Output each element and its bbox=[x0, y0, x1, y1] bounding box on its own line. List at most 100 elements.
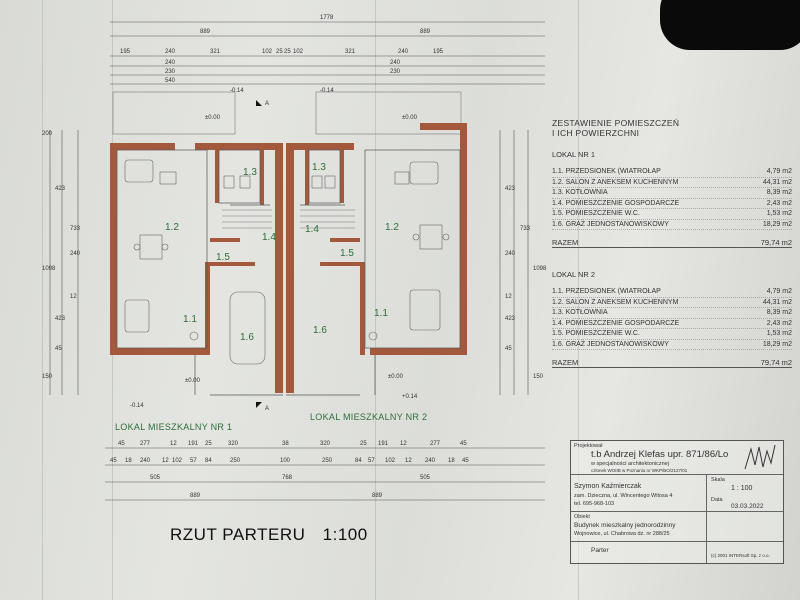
dim-top-3: 540 bbox=[165, 78, 176, 84]
dim-left: 150 bbox=[42, 374, 53, 380]
dim-bottom: 505 bbox=[420, 475, 431, 481]
room-area: 4,79 m2 bbox=[766, 168, 792, 175]
dim-top-2: 240 bbox=[398, 49, 409, 55]
divider bbox=[571, 474, 783, 475]
dim-bottom-row1: 45 277 12 191 25 320 38 320 25 191 12 27… bbox=[118, 441, 467, 447]
dim-right: 423 bbox=[505, 316, 516, 322]
room-label-2-4: 1.4 bbox=[305, 224, 319, 235]
date-value: 03.03.2022 bbox=[731, 503, 764, 510]
walls-lokal-1 bbox=[110, 143, 283, 393]
sum-value: 79,74 m2 bbox=[760, 358, 792, 367]
level-mark: -0.14 bbox=[130, 403, 144, 409]
dim-bottom: 18 bbox=[125, 458, 132, 464]
dim-top-3: 230 bbox=[165, 69, 176, 75]
room-label-2-6: 1.6 bbox=[313, 325, 327, 336]
room-area: 1,53 m2 bbox=[766, 330, 792, 337]
dim-bottom: 25 bbox=[360, 441, 367, 447]
room-area: 18,29 m2 bbox=[762, 340, 792, 348]
dim-top-2: 240 bbox=[165, 49, 176, 55]
dim-bottom: 889 bbox=[190, 493, 201, 499]
divider bbox=[571, 511, 783, 512]
dim-bottom: 57 bbox=[190, 458, 197, 464]
room-name: 1.6. GRAŻ JEDNOSTANOWISKOWY bbox=[552, 340, 669, 348]
room-label-2-2: 1.2 bbox=[385, 222, 399, 233]
dim-top-1b: 889 bbox=[420, 29, 431, 35]
object-address: Wojnowice, ul. Chabrowa dz. nr 288/25 bbox=[574, 531, 670, 537]
level-mark: -0.14 bbox=[320, 88, 334, 94]
dim-bottom: 191 bbox=[378, 441, 389, 447]
dim-left: 240 bbox=[70, 251, 81, 257]
level-mark: ±0.00 bbox=[205, 115, 221, 121]
rooms-schedule: ZESTAWIENIE POMIESZCZEŃ I ICH POWIERZCHN… bbox=[552, 118, 792, 368]
interior-lines bbox=[116, 149, 461, 396]
sum-value: 79,74 m2 bbox=[760, 238, 792, 247]
room-area: 1,53 m2 bbox=[766, 210, 792, 217]
room-row: 1.6. GRAŻ JEDNOSTANOWISKOWY 18,29 m2 bbox=[552, 340, 792, 350]
terrace-2 bbox=[315, 91, 462, 135]
dim-left: 423 bbox=[55, 186, 66, 192]
dim-bottom: 768 bbox=[282, 475, 293, 481]
room-name: 1.1. PRZEDSIONEK (WIATROŁAP bbox=[552, 288, 661, 295]
room-label-1-3: 1.3 bbox=[243, 167, 257, 178]
room-row: 1.5. POMIESZCZENIE W.C. 1,53 m2 bbox=[552, 329, 792, 340]
unit-label-1: LOKAL MIESZKALNY NR 1 bbox=[115, 422, 232, 432]
unit-label-2: LOKAL MIESZKALNY NR 2 bbox=[310, 412, 427, 422]
room-name: 1.5. POMIESZCZENIE W.C. bbox=[552, 330, 640, 337]
dim-left: 45 bbox=[55, 346, 62, 352]
dim-right: 45 bbox=[505, 346, 512, 352]
terrace-1 bbox=[112, 91, 236, 135]
section-label: A bbox=[265, 101, 269, 107]
room-label-1-1: 1.1 bbox=[183, 314, 197, 325]
sum-row: RAZEM 79,74 m2 bbox=[552, 358, 792, 368]
stairs bbox=[222, 209, 355, 229]
investor-address: zam. Dzieczna, ul. Wincentego Witosa 4 bbox=[574, 493, 673, 499]
dim-top-2: 25 bbox=[276, 49, 283, 55]
room-name: 1.6. GRAŻ JEDNOSTANOWISKOWY bbox=[552, 220, 669, 228]
dim-bottom: 84 bbox=[355, 458, 362, 464]
room-area: 2,43 m2 bbox=[766, 199, 792, 207]
dim-left: 12 bbox=[70, 294, 77, 300]
divider bbox=[706, 474, 707, 563]
chamber-number: członek WOIIB w Poznaniu nr WKP/BO/2127/… bbox=[591, 468, 688, 473]
scale-value: 1 : 100 bbox=[731, 485, 753, 492]
designer-caption: Projektował bbox=[574, 443, 603, 449]
paper-fold bbox=[375, 0, 376, 600]
room-label-1-5: 1.5 bbox=[216, 252, 230, 263]
sum-label: RAZEM bbox=[552, 238, 579, 247]
investor-phone: tel. 695-968-103 bbox=[574, 501, 615, 507]
sum-label: RAZEM bbox=[552, 358, 579, 367]
dim-top-1a: 889 bbox=[200, 29, 211, 35]
dim-bottom: 45 bbox=[118, 441, 125, 447]
room-name: 1.3. KOTŁOWNIA bbox=[552, 309, 608, 316]
lokal-1-heading: LOKAL NR 1 bbox=[552, 150, 596, 159]
plan-title-scale: 1:100 bbox=[322, 525, 368, 544]
paper-fold bbox=[42, 0, 43, 600]
title-block: Projektował t.b Andrzej Klefas upr. 871/… bbox=[570, 440, 784, 564]
room-label-1-6: 1.6 bbox=[240, 332, 254, 343]
dim-top-3: 240 bbox=[390, 60, 401, 66]
dim-right: 12 bbox=[505, 294, 512, 300]
dim-bottom: 102 bbox=[172, 458, 183, 464]
dim-bottom: 505 bbox=[150, 475, 161, 481]
dim-bottom: 240 bbox=[425, 458, 436, 464]
plan-title: RZUT PARTERU 1:100 bbox=[170, 525, 368, 545]
section-label: A bbox=[265, 406, 269, 412]
dim-bottom: 191 bbox=[188, 441, 199, 447]
dim-bottom: 277 bbox=[140, 441, 151, 447]
dim-top-3: 240 bbox=[165, 60, 176, 66]
level-mark: ±0.00 bbox=[402, 115, 418, 121]
room-label-1-2: 1.2 bbox=[165, 222, 179, 233]
level-mark: -0.14 bbox=[230, 88, 244, 94]
dim-top-2: 195 bbox=[433, 49, 444, 55]
signature-icon bbox=[744, 444, 776, 470]
furniture bbox=[124, 159, 450, 365]
dim-bottom: 18 bbox=[448, 458, 455, 464]
dim-right: 1098 bbox=[533, 266, 547, 272]
dim-left: 1098 bbox=[42, 266, 56, 272]
room-name: 1.4. POMIESZCZENIE GOSPODARCZE bbox=[552, 199, 680, 207]
